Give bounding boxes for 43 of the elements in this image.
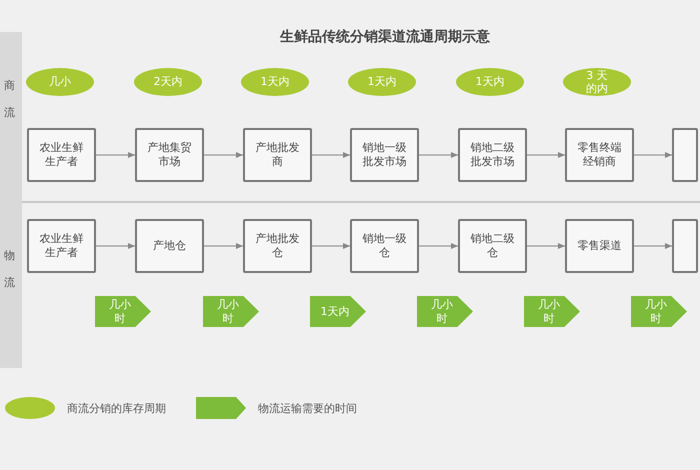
side-label: 物流 <box>4 248 16 291</box>
arrow <box>96 152 135 158</box>
arrow <box>634 152 672 158</box>
legend-text: 商流分销的库存周期 <box>67 401 166 416</box>
duration-pentagon: 几小时 <box>417 296 473 327</box>
process-box: 产地批发商 <box>243 128 312 182</box>
legend-text: 物流运输需要的时间 <box>258 401 357 416</box>
process-box: 产地仓 <box>135 219 204 273</box>
arrow <box>419 152 458 158</box>
duration-ellipse: 2天内 <box>134 68 202 96</box>
duration-pentagon: 几小时 <box>95 296 151 327</box>
process-box: 农业生鲜生产者 <box>27 128 96 182</box>
arrow <box>312 243 350 249</box>
duration-ellipse: 1天内 <box>241 68 309 96</box>
process-box: 零售渠道 <box>565 219 634 273</box>
duration-pentagon: 几小时 <box>203 296 259 327</box>
process-box: 销地一级仓 <box>350 219 419 273</box>
arrow <box>96 243 135 249</box>
duration-ellipse: 3 天的内 <box>563 68 631 96</box>
arrow <box>204 152 243 158</box>
arrow <box>419 243 458 249</box>
process-box: 销地二级仓 <box>458 219 527 273</box>
arrow <box>527 152 565 158</box>
arrow <box>527 243 565 249</box>
process-box <box>672 128 698 182</box>
duration-pentagon: 几小时 <box>631 296 687 327</box>
title: 生鲜品传统分销渠道流通周期示意 <box>278 28 491 47</box>
duration-ellipse: 1天内 <box>456 68 524 96</box>
arrow <box>634 243 672 249</box>
process-box: 销地一级批发市场 <box>350 128 419 182</box>
process-box: 零售终端经销商 <box>565 128 634 182</box>
process-box <box>672 219 698 273</box>
duration-pentagon: 几小时 <box>524 296 580 327</box>
process-box: 产地批发仓 <box>243 219 312 273</box>
process-box: 产地集贸市场 <box>135 128 204 182</box>
duration-ellipse: 几小 <box>26 68 94 96</box>
arrow <box>312 152 350 158</box>
process-box: 农业生鲜生产者 <box>27 219 96 273</box>
side-label: 商流 <box>4 78 16 121</box>
arrow <box>204 243 243 249</box>
process-box: 销地二级批发市场 <box>458 128 527 182</box>
duration-pentagon: 1天内 <box>310 296 366 327</box>
duration-ellipse: 1天内 <box>348 68 416 96</box>
